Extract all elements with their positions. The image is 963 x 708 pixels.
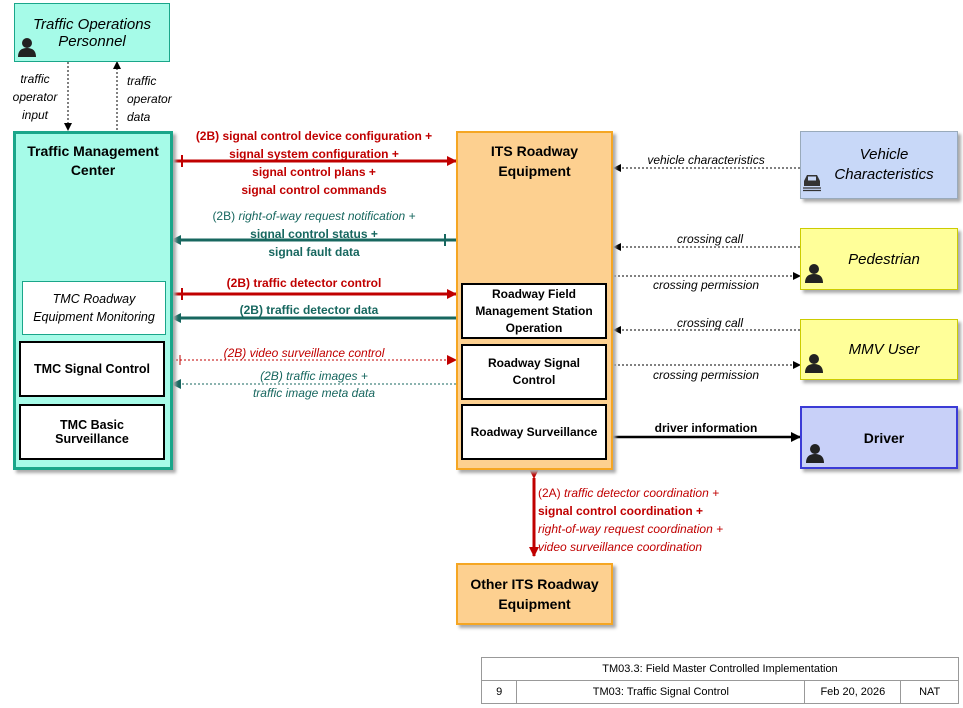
flow-vehicle-char-label: vehicle characteristics — [647, 153, 765, 167]
car-icon — [803, 175, 821, 192]
flow-crossing-call-1-label: crossing call — [676, 232, 744, 246]
roadway-signal-control-box[interactable]: Roadway Signal Control — [461, 344, 607, 400]
flow-signal-config-label: (2B) signal control device configuration… — [195, 129, 433, 161]
person-icon — [805, 354, 823, 373]
roadway-surveillance-box[interactable]: Roadway Surveillance — [461, 404, 607, 460]
flow-signal-status-label-2: signal control status + — [250, 227, 378, 241]
flow-crossing-call-2-label: crossing call — [676, 316, 744, 330]
traffic-operations-personnel-box[interactable]: Traffic Operations Personnel — [14, 3, 170, 62]
person-icon — [806, 444, 824, 463]
its-title: ITS Roadway Equipment — [490, 143, 579, 179]
tmc-roadway-monitoring-box[interactable]: TMC Roadway Equipment Monitoring — [22, 281, 166, 335]
person-icon — [805, 264, 823, 283]
title-block-service: TM03: Traffic Signal Control — [516, 680, 806, 704]
flow-video-control-label: (2B) video surveillance control — [223, 346, 385, 360]
person-icon — [18, 38, 36, 57]
flow-crossing-perm-1-label: crossing permission — [652, 278, 760, 292]
driver-box[interactable]: Driver — [800, 406, 958, 469]
operator-input-label: traffic operator input — [12, 72, 58, 122]
tmc-signal-control-box[interactable]: TMC Signal Control — [19, 341, 165, 397]
pedestrian-box[interactable]: Pedestrian — [800, 228, 958, 290]
flow-signal-status-label-3: signal fault data — [268, 245, 360, 259]
flow-signal-config-label-2: signal control plans + signal control co… — [241, 165, 387, 197]
flow-detector-data-label: (2B) traffic detector data — [239, 303, 379, 317]
flow-crossing-perm-2-label: crossing permission — [652, 368, 760, 382]
title-block-scope: NAT — [900, 680, 959, 704]
other-its-roadway-equipment-box[interactable]: Other ITS Roadway Equipment — [456, 563, 613, 625]
title-block: TM03.3: Field Master Controlled Implemen… — [480, 657, 959, 704]
tmc-basic-surveillance-box[interactable]: TMC Basic Surveillance — [19, 404, 165, 460]
flow-driver-info-label: driver information — [654, 421, 758, 435]
flow-traffic-images-label: (2B) traffic images + traffic image meta… — [252, 369, 376, 400]
flow-signal-status-label: (2B) right-of-way request notification + — [212, 209, 416, 223]
title-block-page: 9 — [480, 680, 518, 704]
title-block-date: Feb 20, 2026 — [804, 680, 902, 704]
title-block-title: TM03.3: Field Master Controlled Implemen… — [481, 657, 959, 681]
vehicle-characteristics-box[interactable]: Vehicle Characteristics — [800, 131, 958, 199]
mmv-user-box[interactable]: MMV User — [800, 319, 958, 380]
roadway-field-management-box[interactable]: Roadway Field Management Station Operati… — [461, 283, 607, 339]
tmc-title: Traffic Management Center — [27, 143, 159, 178]
flow-coordination-label: (2A) traffic detector coordination + sig… — [538, 486, 724, 554]
operator-data-label: traffic operator data — [127, 74, 172, 124]
traffic-operations-personnel-label: Traffic Operations Personnel — [32, 15, 152, 50]
flow-detector-control-label: (2B) traffic detector control — [226, 276, 382, 290]
